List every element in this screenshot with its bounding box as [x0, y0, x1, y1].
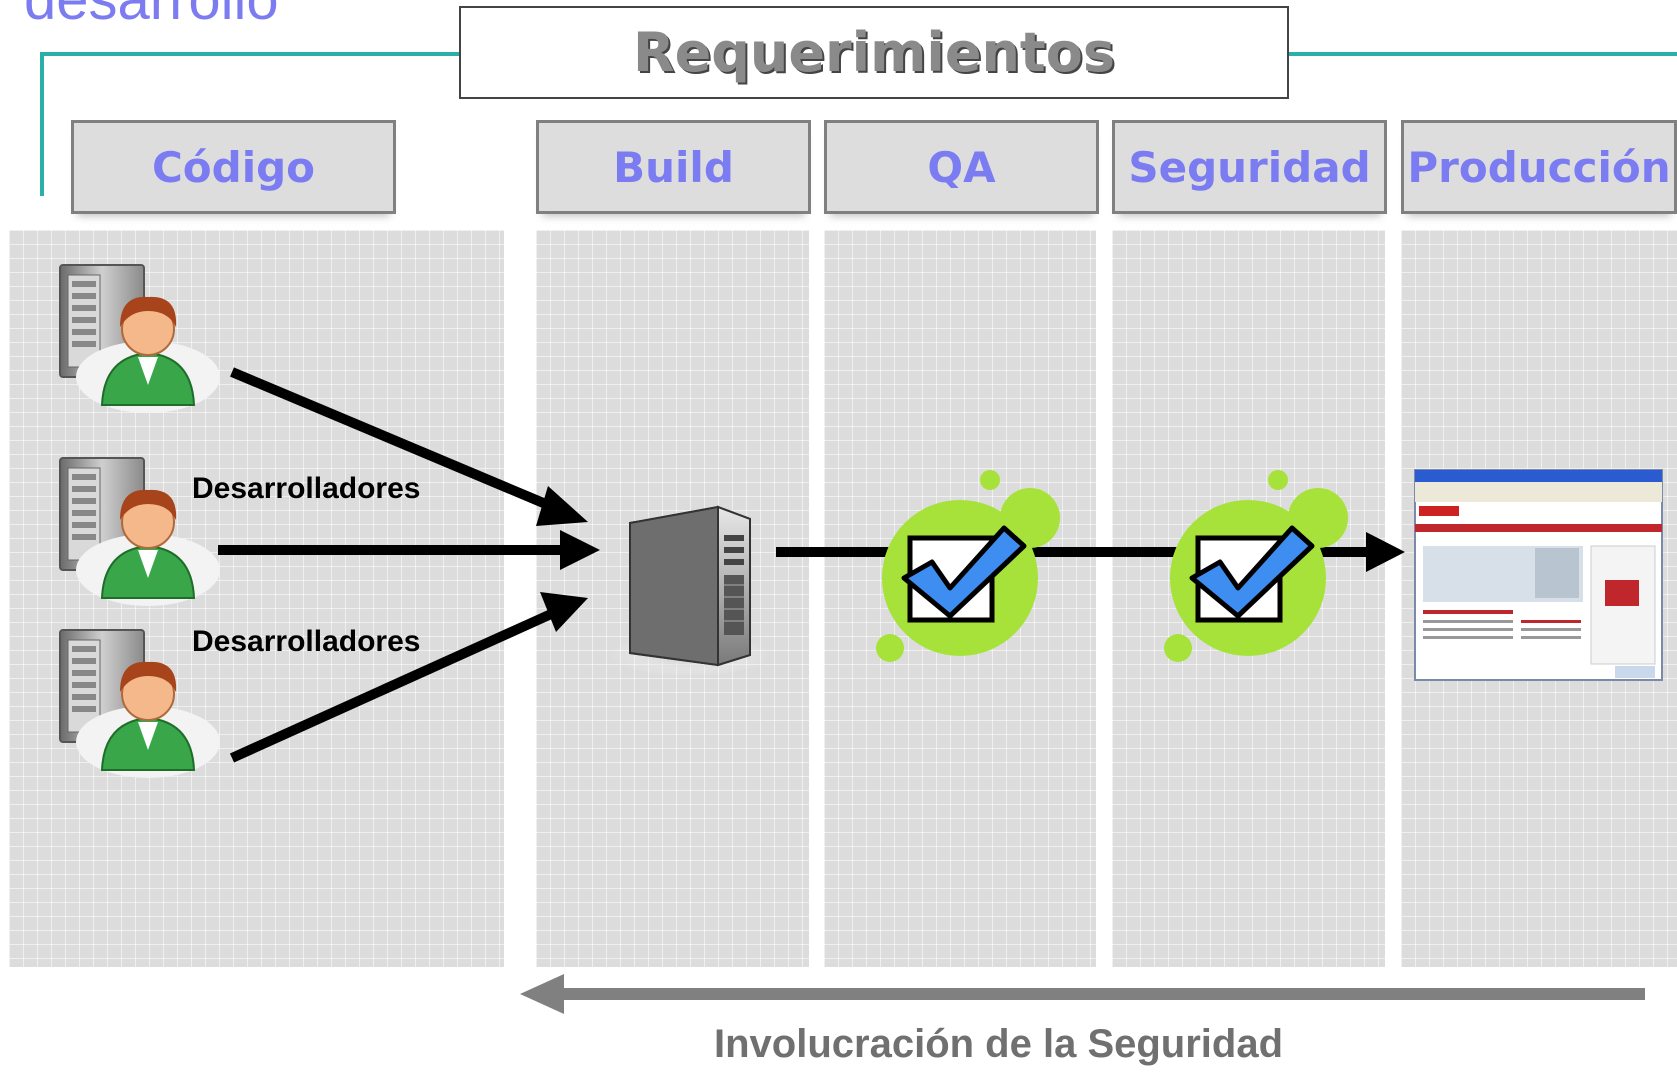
security-involvement-arrow [520, 974, 1645, 1014]
developer-workstation-icon [59, 264, 221, 414]
build-server-icon [610, 505, 770, 677]
stage-produccion: Producción [1401, 120, 1677, 214]
arrow-to-produccion [1366, 532, 1405, 572]
page-title: desarrollo [24, 0, 279, 32]
stage-build: Build [536, 120, 811, 214]
arrow-dev3-to-build [229, 592, 588, 763]
stage-seguridad: Seguridad [1112, 120, 1387, 214]
column-seguridad [1112, 230, 1385, 967]
teal-bracket-left [40, 52, 460, 196]
stage-qa: QA [824, 120, 1099, 214]
qa-check-icon [876, 470, 1060, 662]
security-check-icon [1164, 470, 1348, 662]
developers-label: Desarrolladores [192, 472, 421, 505]
security-involvement-label: Involucración de la Seguridad [714, 1022, 1284, 1066]
arrow-dev1-to-build [230, 367, 588, 526]
stage-codigo: Código [71, 120, 396, 214]
requirements-box: Requerimientos [459, 6, 1289, 99]
website-screenshot [1414, 469, 1663, 681]
developers-label: Desarrolladores [192, 625, 421, 658]
arrow-dev2-to-build [218, 530, 600, 570]
